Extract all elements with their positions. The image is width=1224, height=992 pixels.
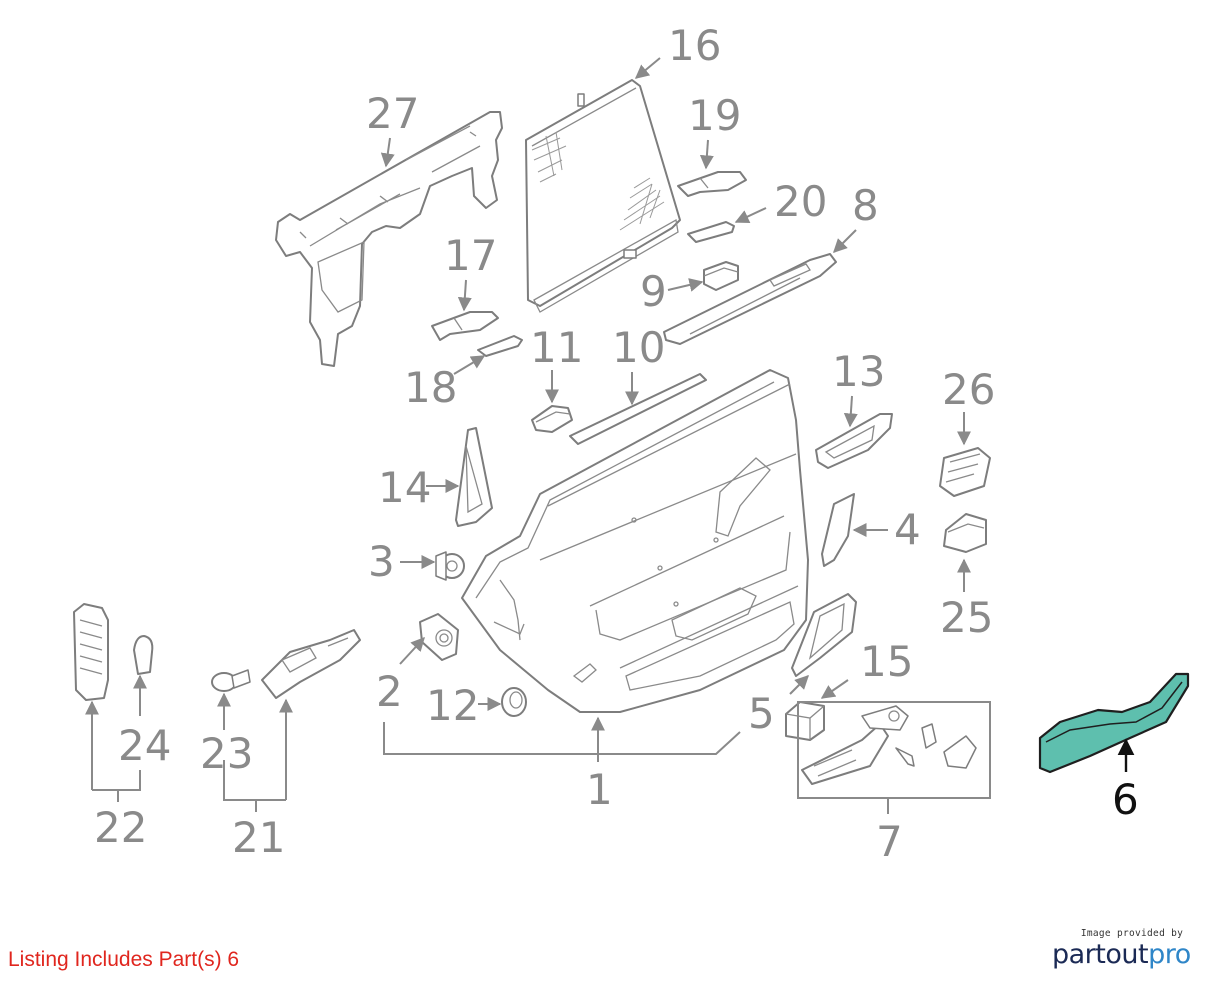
part-21-lamp-assembly <box>261 629 361 699</box>
callout-labels: 27 16 19 20 8 17 9 11 10 18 13 26 14 3 4… <box>94 21 1139 866</box>
part-7-handle-assembly <box>801 705 977 785</box>
callout-7: 7 <box>876 817 903 866</box>
part-19-trim <box>677 171 747 197</box>
leader-lines <box>85 57 1135 800</box>
part-4-trim <box>821 493 855 567</box>
part-25-switch <box>943 513 987 553</box>
callout-11: 11 <box>530 323 583 372</box>
part-13-bezel <box>815 413 893 469</box>
callout-13: 13 <box>832 347 885 396</box>
part-3-clip <box>435 551 465 581</box>
callout-26: 26 <box>942 365 995 414</box>
brand-caption: Image provided by <box>1080 928 1184 939</box>
part-18-trim <box>477 335 523 357</box>
brand-name: partoutpro <box>1052 940 1212 970</box>
listing-note: Listing Includes Part(s) 6 <box>8 948 240 971</box>
part-1-door-panel <box>461 369 809 713</box>
callout-3: 3 <box>368 537 395 586</box>
part-9-cover <box>703 261 739 291</box>
part-22-light <box>73 603 109 701</box>
callout-22: 22 <box>94 803 147 852</box>
callout-17: 17 <box>444 231 497 280</box>
part-17-trim <box>431 311 499 341</box>
callout-4: 4 <box>894 505 921 554</box>
part-11-clip <box>531 405 573 433</box>
brand-logo: Image provided by partoutpro <box>1052 928 1212 970</box>
callout-8: 8 <box>852 181 879 230</box>
part-12-plug <box>501 687 527 717</box>
part-10-strip <box>569 373 707 445</box>
part-6-highlighted-trim <box>1038 672 1190 774</box>
callout-23: 23 <box>200 729 253 778</box>
callout-27: 27 <box>366 89 419 138</box>
part-5-trim <box>791 593 857 677</box>
brand-name-part-2: pro <box>1148 939 1191 970</box>
part-15-block <box>785 701 825 741</box>
callout-20: 20 <box>774 177 827 226</box>
callout-16: 16 <box>668 21 721 70</box>
callout-25: 25 <box>940 593 993 642</box>
callout-1: 1 <box>586 765 613 814</box>
part-27-frame <box>275 111 503 367</box>
callout-14: 14 <box>378 463 431 512</box>
callout-6: 6 <box>1112 775 1139 824</box>
part-20-trim <box>687 221 735 243</box>
callout-9: 9 <box>640 267 667 316</box>
brand-name-part-1: partout <box>1052 939 1149 970</box>
callout-19: 19 <box>688 91 741 140</box>
callout-10: 10 <box>612 323 665 372</box>
part-26-switch <box>939 447 991 497</box>
part-8-10-molding <box>663 253 837 345</box>
callout-12: 12 <box>426 681 479 730</box>
callout-2: 2 <box>376 667 403 716</box>
group-brackets <box>92 701 991 814</box>
callout-15: 15 <box>860 637 913 686</box>
callout-21: 21 <box>232 813 285 862</box>
part-24-bulb <box>133 635 154 675</box>
callout-18: 18 <box>404 363 457 412</box>
part-23-bulb <box>211 669 251 692</box>
part-2-socket <box>419 613 459 661</box>
callout-5: 5 <box>748 689 775 738</box>
callout-24: 24 <box>118 721 171 770</box>
part-16-sunshade <box>525 79 681 313</box>
